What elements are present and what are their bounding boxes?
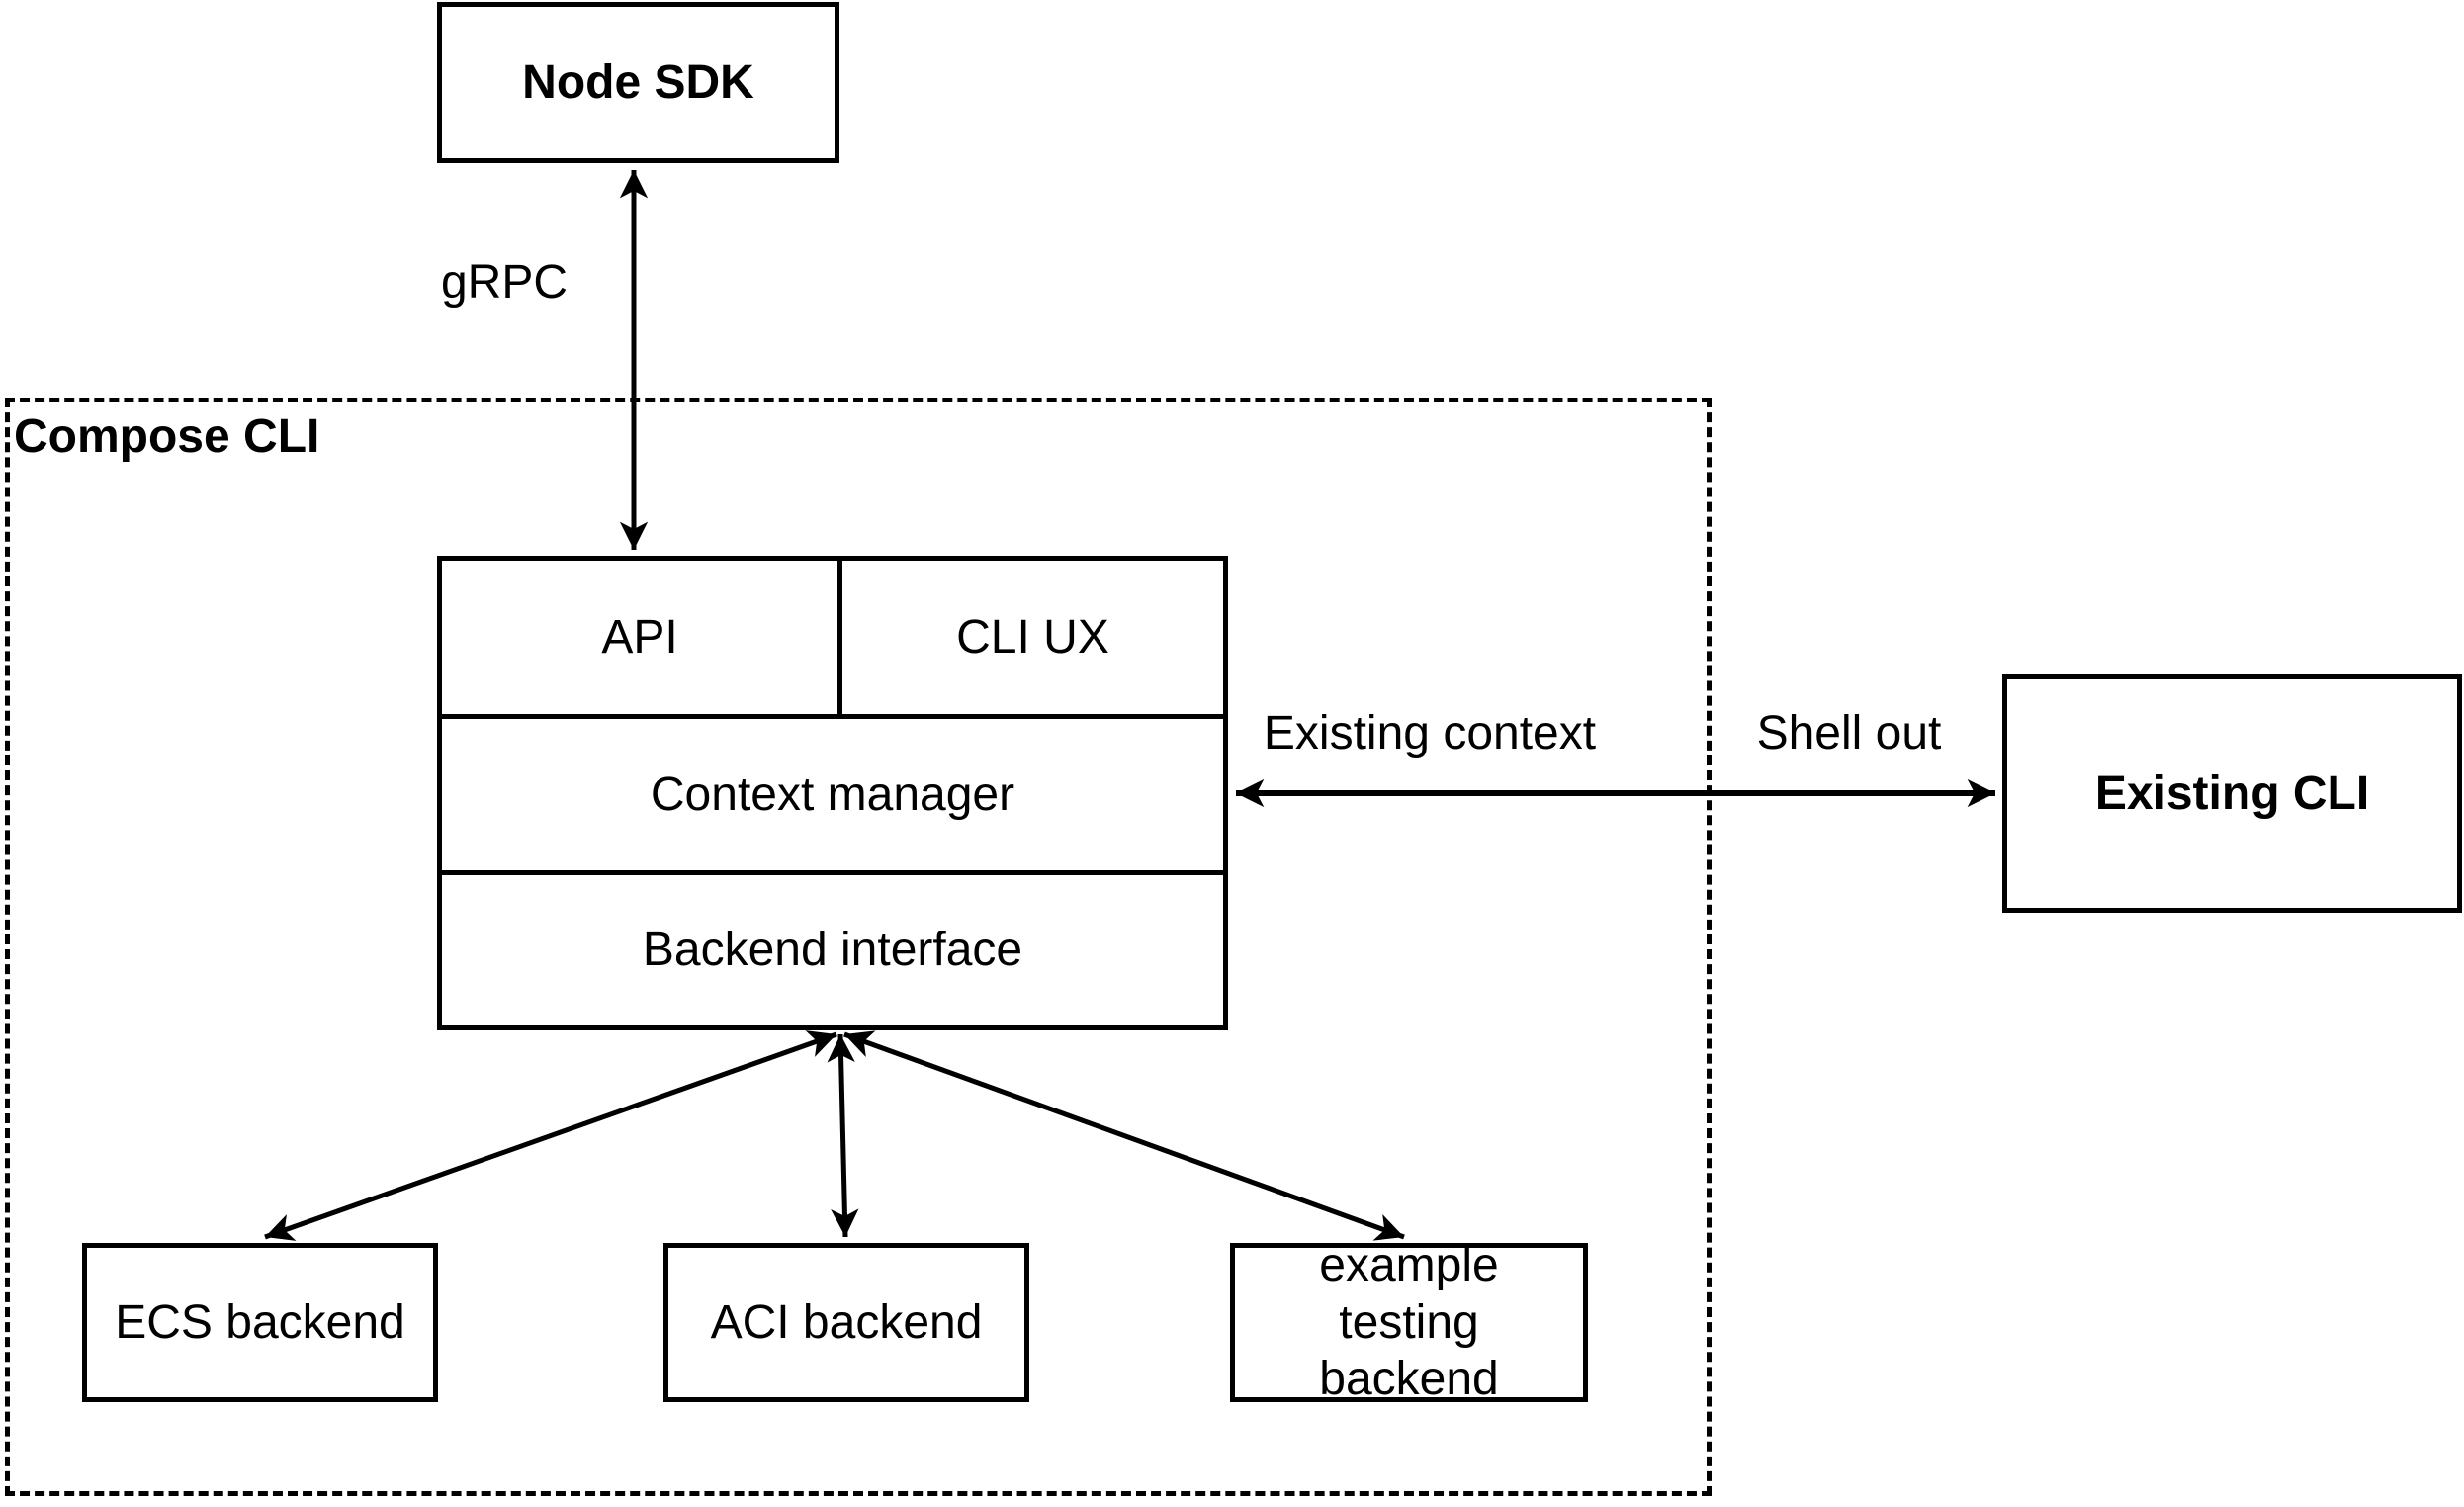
ecs-backend-box: ECS backend xyxy=(82,1243,438,1402)
compose-cli-container-label: Compose CLI xyxy=(14,410,320,463)
context-manager-label: Context manager xyxy=(650,767,1015,821)
context-manager-box: Context manager xyxy=(442,714,1223,870)
backend-interface-label: Backend interface xyxy=(642,924,1023,977)
node-sdk-box: Node SDK xyxy=(437,2,839,163)
node-sdk-label: Node SDK xyxy=(522,55,754,109)
cli-ux-label: CLI UX xyxy=(956,611,1109,664)
existing-cli-box: Existing CLI xyxy=(2002,674,2462,913)
aci-backend-label: ACI backend xyxy=(710,1295,983,1349)
cli-ux-box: CLI UX xyxy=(837,561,1223,714)
stack-top-row: API CLI UX xyxy=(442,561,1223,714)
existing-cli-label: Existing CLI xyxy=(2094,766,2370,820)
backend-interface-box: Backend interface xyxy=(442,869,1223,1026)
ecs-backend-label: ECS backend xyxy=(115,1295,405,1349)
grpc-edge-label: gRPC xyxy=(440,256,569,309)
existing-context-edge-label: Existing context xyxy=(1263,707,1597,759)
api-box: API xyxy=(442,561,837,714)
compose-cli-stack: API CLI UX Context manager Backend inter… xyxy=(437,556,1228,1030)
compose-cli-container xyxy=(5,398,1712,1496)
example-testing-backend-box: example testing backend xyxy=(1230,1239,1588,1405)
api-label: API xyxy=(601,611,678,664)
example-testing-backend-label: example testing backend xyxy=(1319,1239,1499,1406)
aci-backend-box: ACI backend xyxy=(663,1243,1029,1402)
shell-out-edge-label: Shell out xyxy=(1756,707,1942,759)
